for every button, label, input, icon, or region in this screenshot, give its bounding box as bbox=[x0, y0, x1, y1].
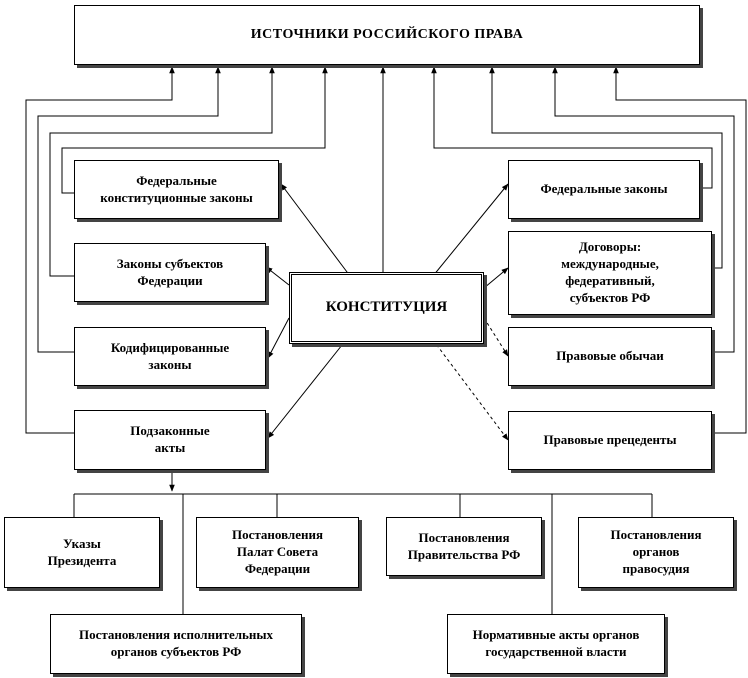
link-right1-title bbox=[431, 66, 713, 189]
constitution-box: КОНСТИТУЦИЯ bbox=[289, 272, 484, 344]
government-resolutions-box: Постановления Правительства РФ bbox=[386, 517, 542, 576]
link-right2-title bbox=[489, 66, 723, 269]
executive-bodies-resolutions-box: Постановления исполнительных органов суб… bbox=[50, 614, 302, 674]
treaties-box: Договоры: международные, федеративный, с… bbox=[508, 231, 712, 315]
bylaws-box: Подзаконные акты bbox=[74, 410, 266, 470]
link-left4-title bbox=[25, 66, 175, 434]
legal-precedents-box: Правовые прецеденты bbox=[508, 411, 712, 470]
link-center-left2 bbox=[265, 266, 290, 286]
link-left2-title bbox=[49, 66, 275, 277]
subject-laws-box: Законы субъектов Федерации bbox=[74, 243, 266, 302]
link-center-right1 bbox=[432, 183, 509, 277]
federation-council-resolutions-box: Постановления Палат Совета Федерации bbox=[196, 517, 359, 588]
federal-constitutional-laws-box: Федеральные конституционные законы bbox=[74, 160, 279, 219]
link-center-right2 bbox=[483, 267, 509, 289]
state-authority-acts-box: Нормативные акты органов государственной… bbox=[447, 614, 665, 674]
link-right4-title bbox=[613, 66, 747, 434]
judiciary-resolutions-box: Постановления органов правосудия bbox=[578, 517, 734, 588]
legal-customs-box: Правовые обычаи bbox=[508, 327, 712, 386]
codified-laws-box: Кодифицированные законы bbox=[74, 327, 266, 386]
link-center-right3 bbox=[483, 317, 509, 357]
link-center-left4 bbox=[267, 339, 347, 439]
link-left1-title bbox=[61, 66, 328, 194]
link-right3-title bbox=[552, 66, 735, 353]
link-center-left3 bbox=[267, 317, 290, 359]
link-center-left1 bbox=[280, 183, 351, 277]
title-box: ИСТОЧНИКИ РОССИЙСКОГО ПРАВА bbox=[74, 5, 700, 65]
federal-laws-box: Федеральные законы bbox=[508, 160, 700, 219]
link-left3-title bbox=[37, 66, 221, 353]
presidential-decrees-box: Указы Президента bbox=[4, 517, 160, 588]
link-center-right4 bbox=[432, 339, 509, 441]
